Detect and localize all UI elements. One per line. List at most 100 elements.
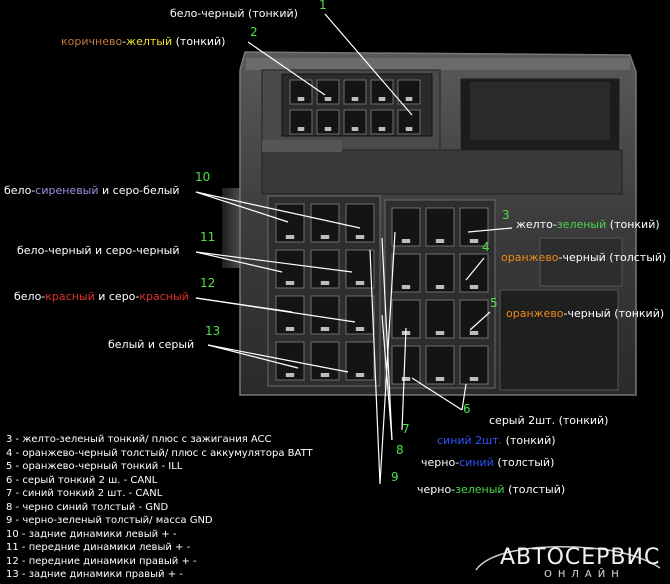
pin-contact — [320, 373, 330, 377]
leader-line-8a — [381, 314, 393, 441]
pin-contact — [469, 285, 479, 289]
callout-label-8: черно-синий (толстый) — [421, 456, 554, 469]
callout-text-part: (тонкий) — [502, 434, 556, 447]
pin-contact — [378, 127, 386, 131]
upper-pin-cell — [316, 79, 340, 105]
leader-line-8b — [381, 237, 393, 441]
pin-contact — [469, 239, 479, 243]
pin-contact — [401, 285, 411, 289]
leader-line-13b — [207, 344, 349, 373]
callout-label-13: белый и серый — [108, 338, 194, 351]
leader-line-13a — [207, 344, 299, 369]
callout-label-2: коричнево-желтый (тонкий) — [61, 35, 225, 48]
pin-contact — [355, 281, 365, 285]
pin-contact — [320, 235, 330, 239]
middle-bar — [261, 149, 623, 195]
callout-text-part: сиреневый — [35, 184, 99, 197]
callout-text-part: и серо-белый — [98, 184, 180, 197]
leader-lines — [195, 13, 513, 485]
callout-label-1: бело-черный (тонкий) — [170, 7, 298, 20]
callout-text-part: и серо- — [94, 290, 140, 303]
pin-contact — [435, 239, 445, 243]
callout-text-part: бело-черный и серо-черный — [17, 244, 180, 257]
callout-number-4: 4 — [482, 240, 490, 254]
callout-number-2: 2 — [250, 25, 258, 39]
callout-text-part: оранжево — [501, 251, 559, 264]
pin-contact — [285, 373, 295, 377]
callout-number-10: 10 — [195, 170, 211, 184]
callout-text-part: (тонкий) — [172, 35, 226, 48]
upper-pin-cell — [289, 79, 313, 105]
leader-line-9b — [379, 231, 396, 485]
callout-number-11: 11 — [200, 230, 216, 244]
callout-label-5: оранжево-черный (тонкий) — [506, 307, 664, 320]
pin-contact — [297, 97, 305, 101]
pin-contact — [355, 373, 365, 377]
legend-item: 5 - оранжево-черный тонкий - ILL — [6, 461, 183, 472]
callout-text-part: желтый — [126, 35, 173, 48]
leader-line-6a — [411, 377, 463, 411]
callout-text-part: синий — [459, 456, 494, 469]
upper-right-inner — [470, 82, 610, 140]
leader-line-12b — [195, 297, 356, 323]
pin-contact — [324, 127, 332, 131]
pin-contact — [435, 331, 445, 335]
callout-number-9: 9 — [391, 470, 399, 484]
callout-number-7: 7 — [402, 422, 410, 436]
callout-number-3: 3 — [502, 208, 510, 222]
leader-line-11b — [195, 251, 353, 273]
brand-name: АВТОСЕРВИС — [500, 545, 661, 570]
legend-item: 3 - желто-зеленый тонкий/ плюс с зажиган… — [6, 434, 272, 445]
callout-number-8: 8 — [396, 443, 404, 457]
pin-contact — [297, 127, 305, 131]
callout-number-13: 13 — [205, 324, 221, 338]
upper-pin-cell — [370, 109, 394, 135]
callout-label-12: бело-красный и серо-красный — [14, 290, 189, 303]
leader-line-11a — [195, 251, 283, 273]
legend-item: 4 - оранжево-черный толстый/ плюс с акку… — [6, 447, 313, 459]
housing-top-rim — [246, 58, 630, 70]
callout-text-part: оранжево — [506, 307, 564, 320]
callout-number-12: 12 — [200, 276, 216, 290]
legend-item: 8 - черно синий толстый - GND — [6, 501, 169, 513]
callout-text-part: (тонкий) — [606, 218, 660, 231]
callout-label-4: оранжево-черный (толстый) — [501, 251, 666, 264]
legend-item: 10 - задние динамики левый + - — [6, 528, 177, 540]
upper-block-lip — [262, 140, 342, 152]
callout-label-6: серый 2шт. (тонкий) — [489, 414, 608, 427]
legend-item: 7 - синий тонкий 2 шт. - CANL — [6, 488, 163, 499]
legend-item: 11 - передние динамики левый + - — [6, 542, 191, 553]
pin-contact — [469, 331, 479, 335]
callout-text-part: белый и серый — [108, 338, 195, 351]
pin-contact — [285, 235, 295, 239]
callout-label-9: черно-зеленый (толстый) — [417, 483, 565, 496]
callout-text-part: красный — [45, 290, 95, 303]
leader-line-6b — [461, 383, 467, 411]
pin-contact — [285, 281, 295, 285]
leader-line-1 — [324, 13, 413, 116]
right-pin-cells — [391, 207, 489, 385]
callout-text-part: коричнево — [61, 35, 123, 48]
mid-right-window — [539, 237, 623, 287]
pin-contact — [351, 97, 359, 101]
callout-text-part: бело- — [4, 184, 36, 197]
legend-item: 13 - задние динамики правый + - — [6, 569, 183, 580]
pin-contact — [405, 127, 413, 131]
legend-item: 12 - передние динамики правый + - — [6, 555, 197, 567]
leader-line-7 — [401, 327, 407, 431]
callout-text-part: черно- — [417, 483, 456, 496]
callout-text-part: желто- — [516, 218, 557, 231]
pin-contact — [320, 281, 330, 285]
callout-number-5: 5 — [490, 296, 498, 310]
callout-label-7: синий 2шт. (тонкий) — [437, 434, 556, 447]
callout-number-6: 6 — [463, 402, 471, 416]
upper-pin-cell — [316, 109, 340, 135]
callout-text-part: красный — [139, 290, 189, 303]
callout-text-part: - — [122, 35, 127, 48]
upper-pin-cell — [397, 109, 421, 135]
legend-item: 9 - черно-зеленый толстый/ масса GND — [6, 515, 213, 526]
pin-contact — [355, 327, 365, 331]
leader-line-4 — [465, 257, 485, 281]
brand-subtitle: ОНЛАЙН — [544, 569, 625, 580]
